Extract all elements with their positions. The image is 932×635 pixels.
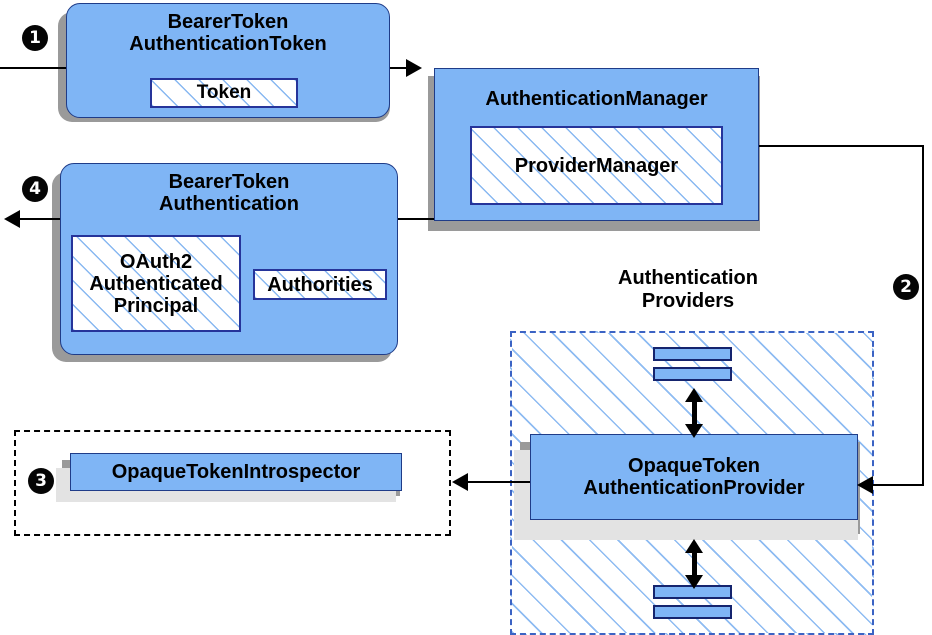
node-opaque-token-authentication-provider[interactable]: OpaqueToken AuthenticationProvider (530, 434, 858, 520)
provider-top-connector-line (692, 394, 697, 428)
result-output-arrowhead (4, 210, 20, 228)
token-to-manager-arrowhead (406, 59, 422, 77)
provider-stack-bar-top-2 (653, 367, 732, 381)
provider-to-introspector-line (466, 481, 530, 483)
provider-stack-bar-top-1 (653, 347, 732, 361)
node-opaque-token-introspector[interactable]: OpaqueTokenIntrospector (70, 453, 402, 491)
step-badge-4: 4 (22, 176, 48, 202)
provider-top-arrow-up (685, 388, 703, 402)
bearer-token-authentication-title: BearerToken Authentication (159, 171, 299, 216)
artifact-token: Token (150, 78, 298, 108)
bearer-token-authentication-token-title: BearerToken AuthenticationToken (129, 11, 327, 56)
right-bus-to-provider-arrowhead (857, 476, 873, 494)
manager-to-right-line (758, 145, 924, 147)
provider-bottom-connector-line (692, 545, 697, 579)
artifact-oauth2-authenticated-principal: OAuth2 Authenticated Principal (71, 235, 241, 332)
step-badge-1: 1 (22, 25, 48, 51)
authentication-providers-label: Authentication Providers (618, 267, 758, 312)
authentication-manager-title: AuthenticationManager (485, 88, 708, 110)
right-bus-vertical-line (922, 145, 924, 485)
provider-bottom-arrow-down (685, 575, 703, 589)
artifact-authorities: Authorities (253, 269, 387, 300)
incoming-request-line (0, 67, 68, 69)
provider-bottom-arrow-up (685, 539, 703, 553)
node-bearer-token-authentication-token[interactable]: BearerToken AuthenticationToken (66, 3, 390, 118)
provider-stack-bar-bottom-2 (653, 605, 732, 619)
opaque-token-authentication-provider-title: OpaqueToken AuthenticationProvider (583, 454, 805, 499)
provider-to-introspector-arrowhead (452, 473, 468, 491)
artifact-provider-manager: ProviderManager (470, 126, 723, 205)
right-bus-to-provider-line (872, 484, 924, 486)
provider-top-arrow-down (685, 424, 703, 438)
token-to-manager-line (390, 67, 418, 69)
opaque-token-introspector-title: OpaqueTokenIntrospector (111, 460, 361, 483)
step-badge-3: 3 (28, 468, 54, 494)
group-opaque-token-introspector (14, 430, 451, 536)
step-badge-2: 2 (893, 274, 919, 300)
